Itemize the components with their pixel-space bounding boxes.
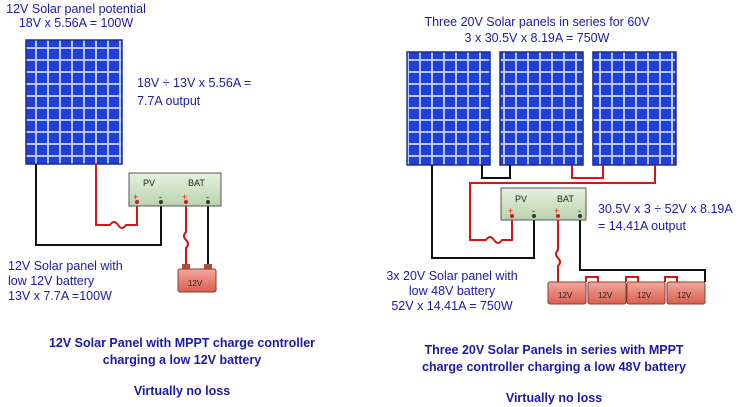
right-calculation: 30.5V x 3 ÷ 52V x 8.19A = 14.41A output: [598, 202, 733, 233]
solar-panel-right-1: [406, 51, 491, 166]
left-battery-line1: 12V Solar panel with: [8, 259, 123, 273]
right-caption-line1: Three 20V Solar Panels in series with MP…: [424, 343, 684, 357]
battery-right-1-label: 12V: [558, 291, 573, 300]
left-title: 12V Solar panel potential 18V x 5.56A = …: [0, 2, 152, 30]
solar-panel-right-3: [592, 51, 677, 166]
right-caption: Three 20V Solar Panels in series with MP…: [384, 342, 724, 407]
controller-right-pv-label: PV: [515, 194, 527, 204]
controller-left-pv-minus: -: [159, 192, 162, 202]
solar-panel-right-2: [499, 51, 584, 166]
mppt-controller-right: [500, 187, 587, 221]
controller-left-pv-label: PV: [143, 178, 155, 188]
controller-right-pv-minus: -: [532, 206, 535, 216]
right-battery-note: 3x 20V Solar panel with low 48V battery …: [372, 269, 532, 313]
left-battery-line2: low 12V battery: [8, 274, 95, 288]
left-battery-line3: 13V x 7.7A =100W: [8, 289, 112, 303]
left-caption: 12V Solar Panel with MPPT charge control…: [0, 335, 364, 400]
left-calculation: 18V ÷ 13V x 5.56A = 7.7A output: [137, 76, 251, 108]
left-title-line1: 12V Solar panel potential: [6, 2, 146, 16]
battery-left-label: 12V: [188, 279, 203, 288]
left-title-line2: 18V x 5.56A = 100W: [18, 16, 134, 30]
battery-right-2-label: 12V: [598, 291, 613, 300]
right-battery-line1: 3x 20V Solar panel with: [386, 269, 518, 283]
left-calc-line2: 7.7A output: [137, 94, 201, 108]
controller-left-bat-minus: -: [206, 192, 209, 202]
battery-right-3: [626, 281, 666, 305]
right-caption-line3: Virtually no loss: [505, 391, 603, 405]
wires-right: [431, 165, 706, 282]
mppt-controller-left: [128, 172, 222, 207]
left-calc-line1: 18V ÷ 13V x 5.56A =: [137, 76, 252, 90]
right-battery-line3: 52V x 14.41A = 750W: [391, 299, 513, 313]
controller-left-pv-plus: +: [133, 192, 138, 202]
battery-right-4-label: 12V: [677, 291, 692, 300]
right-title-line2: 3 x 30.5V x 8.19A = 750W: [464, 31, 610, 45]
battery-right-1: [547, 281, 587, 305]
controller-right-pv-plus: +: [508, 206, 513, 216]
solar-panel-left: [25, 39, 123, 165]
controller-right-bat-label: BAT: [557, 194, 574, 204]
battery-left: [177, 264, 217, 293]
left-caption-line2: charging a low 12V battery: [102, 353, 262, 367]
right-calc-line1: 30.5V x 3 ÷ 52V x 8.19A: [598, 202, 733, 216]
battery-right-3-label: 12V: [637, 291, 652, 300]
controller-right-bat-plus: +: [554, 206, 559, 216]
right-calc-line2: = 14.41A output: [598, 219, 686, 233]
left-caption-line1: 12V Solar Panel with MPPT charge control…: [48, 336, 316, 350]
controller-left-bat-plus: +: [182, 192, 187, 202]
right-title: Three 20V Solar panels in series for 60V…: [398, 15, 676, 45]
right-caption-line2: charge controller charging a low 48V bat…: [422, 360, 686, 374]
left-battery-note: 12V Solar panel with low 12V battery 13V…: [8, 259, 123, 303]
controller-right-bat-minus: -: [578, 206, 581, 216]
right-battery-line2: low 48V battery: [408, 284, 496, 298]
left-caption-line3: Virtually no loss: [133, 384, 231, 398]
battery-right-2: [587, 281, 627, 305]
controller-left-bat-label: BAT: [188, 178, 205, 188]
wires-left: [35, 164, 209, 268]
battery-right-4: [666, 281, 706, 305]
right-title-line1: Three 20V Solar panels in series for 60V: [424, 15, 650, 29]
